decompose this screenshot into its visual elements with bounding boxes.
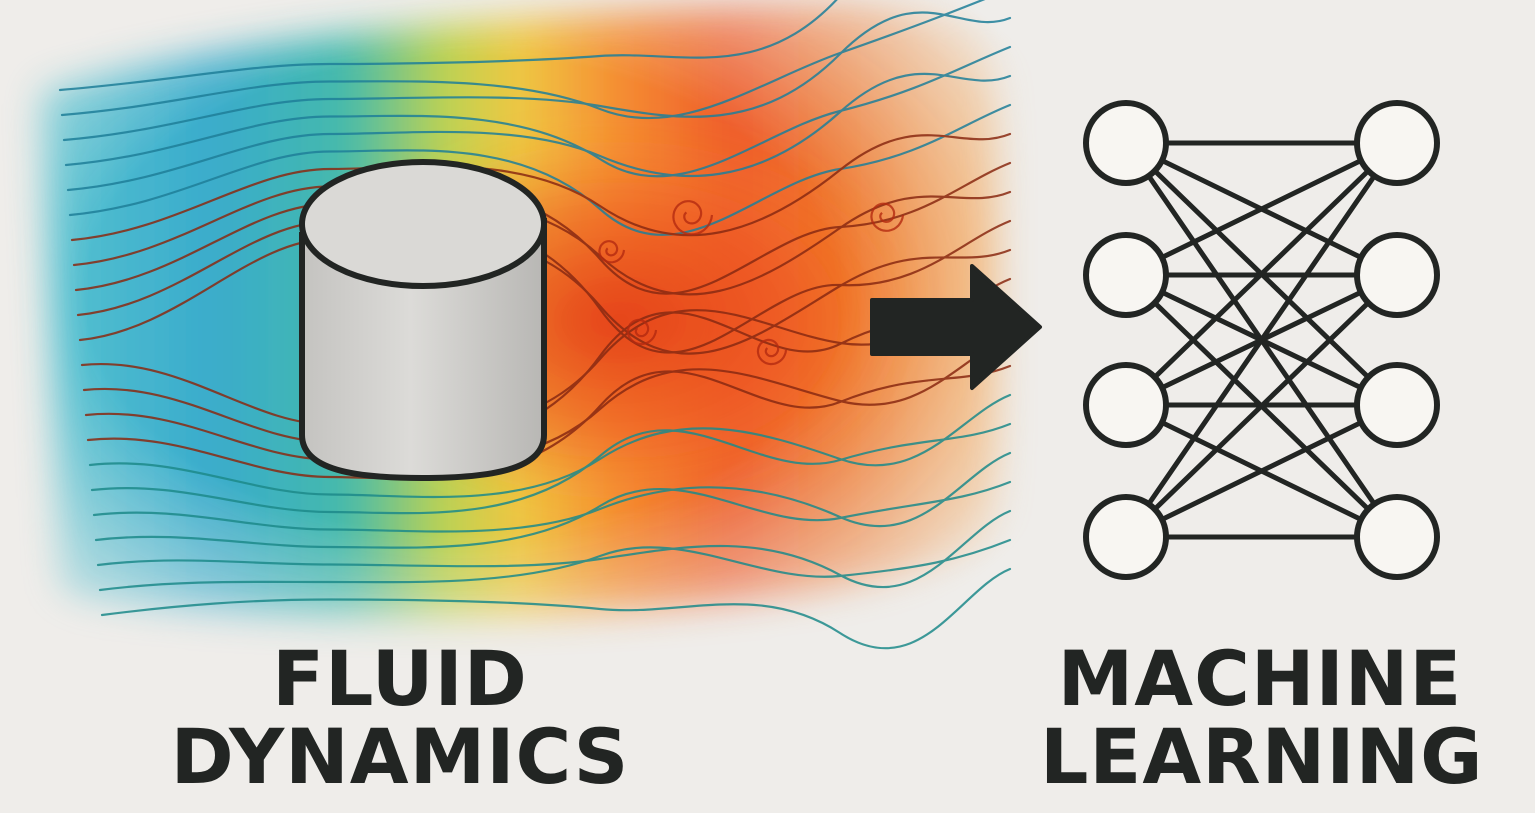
- network-edge: [1123, 140, 1400, 540]
- streamline: [98, 538, 1012, 592]
- network-edge: [1123, 140, 1400, 278]
- arrow-right-icon: [870, 264, 1042, 390]
- streamline: [96, 509, 1012, 589]
- streamline: [88, 393, 1012, 499]
- output-node: [1354, 232, 1440, 318]
- streamline: [100, 567, 1012, 650]
- streamline: [94, 480, 1012, 549]
- input-node: [1083, 232, 1169, 318]
- streamline: [68, 103, 1012, 236]
- output-node: [1354, 494, 1440, 580]
- vortex-swirl: [756, 338, 788, 366]
- output-node: [1354, 362, 1440, 448]
- input-node: [1083, 494, 1169, 580]
- streamline: [92, 451, 1012, 533]
- streamline: [90, 422, 1012, 515]
- fluid-dynamics-label: FLUID DYNAMICS: [170, 640, 630, 795]
- vortex-swirls: [598, 200, 905, 366]
- streamline: [76, 218, 1012, 354]
- network-edge: [1123, 272, 1400, 540]
- streamline: [72, 161, 1012, 295]
- output-node: [1354, 100, 1440, 186]
- streamline: [58, 0, 838, 92]
- neural-network-icon: [1083, 100, 1440, 580]
- network-edge: [1123, 140, 1400, 408]
- streamline: [60, 0, 986, 120]
- streamline: [62, 11, 1012, 142]
- streamline: [66, 72, 1012, 192]
- vortex-swirl: [626, 318, 658, 346]
- vortex-swirl: [598, 240, 626, 264]
- streamline: [64, 45, 1012, 178]
- vortex-swirl: [870, 202, 905, 232]
- fluid-dynamics-label-line1: FLUID: [272, 634, 528, 723]
- streamline: [78, 234, 1012, 355]
- machine-learning-label: MACHINE LEARNING: [1040, 634, 1484, 801]
- network-edge: [1123, 402, 1400, 540]
- fluid-dynamics-label-line2: DYNAMICS: [170, 711, 630, 801]
- vortex-swirl: [672, 200, 714, 236]
- machine-learning-label-line2: LEARNING: [1040, 711, 1484, 801]
- machine-learning-label-line1: MACHINE: [1057, 634, 1463, 723]
- streamline: [70, 132, 1012, 242]
- streamline: [86, 364, 1012, 480]
- input-node: [1083, 100, 1169, 186]
- input-node: [1083, 362, 1169, 448]
- streamlines: [58, 0, 1012, 650]
- cylinder-icon: [299, 159, 547, 481]
